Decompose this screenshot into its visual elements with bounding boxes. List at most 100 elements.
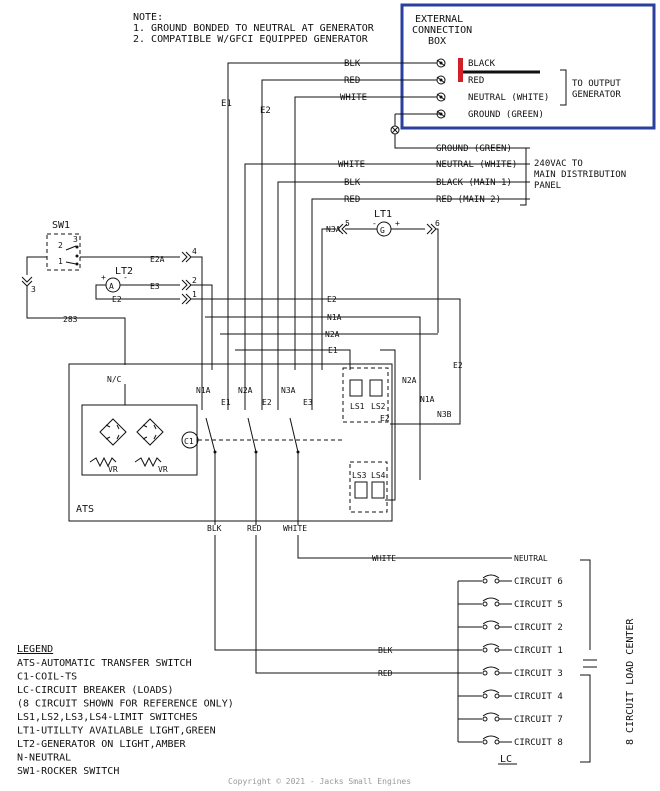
lt1-label: LT1 (374, 209, 392, 220)
note-line-2: 2. COMPATIBLE W/GFCI EQUIPPED GENERATOR (133, 34, 369, 45)
circuit-label: CIRCUIT 3 (514, 669, 563, 679)
legend-line: LT2-GENERATOR ON LIGHT,AMBER (17, 739, 187, 750)
ats-blk: BLK (207, 524, 222, 533)
top-e2: E2 (260, 106, 271, 116)
lt1-minus: - (372, 219, 377, 228)
ats-white: WHITE (283, 524, 307, 533)
ext-black-label: BLACK (468, 59, 496, 69)
bridge-rectifier-2-icon (136, 418, 164, 446)
varistor-1-icon (89, 456, 117, 468)
panel-white: WHITE (338, 160, 365, 170)
circuit-breakers: CIRCUIT 6 CIRCUIT 5 CIRCUIT 2 CIRCUIT 1 CIRC… (458, 574, 563, 748)
circuit-breaker: CIRCUIT 1 (458, 643, 563, 656)
legend-line: N-NEUTRAL (17, 753, 71, 764)
lt2-n1: 1 (192, 290, 197, 299)
legend-line: ATS-AUTOMATIC TRANSFER SWITCH (17, 658, 192, 669)
external-connection-box-highlight (400, 3, 656, 130)
mid-n1a: N1A (327, 313, 342, 322)
sw1-t1: 1 (58, 257, 63, 266)
lt2-glyph: A (109, 282, 114, 291)
panel-neutral: NEUTRAL (WHITE) (436, 160, 517, 170)
panel-blk: BLK (344, 178, 361, 188)
ats-vr1: VR (108, 465, 118, 474)
wire-283: 283 (63, 315, 78, 324)
mid-n2a: N2A (325, 330, 340, 339)
ats-coil: C1 (184, 437, 194, 446)
legend-line: LT1-UTILLTY AVAILABLE LIGHT,GREEN (17, 726, 216, 737)
panel-desc-1: 240VAC TO (534, 159, 583, 169)
top-blk: BLK (344, 59, 361, 69)
transfer-contacts (201, 370, 313, 525)
circuit-breaker: CIRCUIT 4 (458, 689, 563, 702)
mid-n3b: N3B (437, 410, 452, 419)
panel-red-main2: RED (MAIN 2) (436, 195, 501, 205)
sw1-label: SW1 (52, 220, 70, 231)
lt2-n4: 4 (192, 247, 197, 256)
bridge-rectifier-1-icon (99, 418, 127, 446)
ats-ls4: LS4 (371, 471, 386, 480)
ext-box-title-2: CONNECTION (412, 25, 472, 36)
circuit-label: CIRCUIT 1 (514, 646, 563, 656)
circuit-label: CIRCUIT 4 (514, 692, 563, 702)
load-wires (214, 535, 512, 742)
ats-ls3: LS3 (352, 471, 367, 480)
circuit-breaker: CIRCUIT 7 (458, 712, 563, 725)
lt1-t6: 6 (435, 219, 440, 228)
circuit-label: CIRCUIT 2 (514, 623, 563, 633)
lt1-t5: 5 (345, 219, 350, 228)
panel-ground: GROUND (GREEN) (436, 144, 512, 154)
panel-wires (244, 163, 530, 370)
lt1-plus: + (395, 219, 400, 228)
top-white: WHITE (340, 93, 367, 103)
ext-terminals (436, 58, 446, 119)
copyright: Copyright © 2021 - Jacks Small Engines (228, 777, 411, 786)
legend-line: LC-CIRCUIT BREAKER (LOADS) (17, 685, 174, 696)
mid-n1a-right: N1A (420, 395, 435, 404)
top-e1: E1 (221, 99, 232, 109)
lt2-e2a: E2A (150, 255, 165, 264)
ats-ls1: LS1 (350, 402, 365, 411)
ls1-ls2-group (342, 367, 389, 423)
circuit-label: CIRCUIT 5 (514, 600, 563, 610)
load-center-label: 8 CIRCUIT LOAD CENTER (625, 618, 636, 745)
mid-n2a-right: N2A (402, 376, 417, 385)
ats-label: ATS (76, 504, 94, 515)
load-white: WHITE (372, 554, 396, 563)
ext-neutral-label: NEUTRAL (WHITE) (468, 93, 549, 103)
load-red: RED (378, 669, 393, 678)
lt2-plus: + (101, 273, 106, 282)
panel-desc-2: MAIN DISTRIBUTION (534, 170, 626, 180)
top-red: RED (344, 76, 360, 86)
ext-box-title-3: BOX (428, 36, 446, 47)
ats-e3: E3 (303, 398, 313, 407)
circuit-label: CIRCUIT 8 (514, 738, 563, 748)
legend-line: C1-COIL-TS (17, 672, 77, 683)
panel-bracket (520, 147, 527, 206)
circuit-breaker: CIRCUIT 2 (458, 620, 563, 633)
circuit-breaker: CIRCUIT 6 (458, 574, 563, 587)
ats-e1: E1 (221, 398, 231, 407)
middle-wires (191, 256, 461, 501)
circuit-breaker: CIRCUIT 8 (458, 735, 563, 748)
ats-vr2: VR (158, 465, 168, 474)
lt2-n2: 2 (192, 276, 197, 285)
ats-n3a: N3A (281, 386, 296, 395)
sw1-t2: 2 (58, 241, 63, 250)
lt2-n3: 3 (31, 285, 36, 294)
legend-lines: ATS-AUTOMATIC TRANSFER SWITCH C1-COIL-TS L… (17, 658, 234, 777)
lc-label: LC (500, 754, 512, 765)
lt1-glyph: G (380, 226, 385, 235)
ext-box-title-1: EXTERNAL (415, 14, 463, 25)
ats-n1a: N1A (196, 386, 211, 395)
legend-line: (8 CIRCUIT SHOWN FOR REFERENCE ONLY) (17, 699, 234, 710)
mid-e2: E2 (327, 295, 337, 304)
ls3-ls4-group (349, 461, 388, 513)
red-marker (458, 58, 463, 82)
legend-line: LS1,LS2,LS3,LS4-LIMIT SWITCHES (17, 712, 198, 723)
sw1-t3: 3 (73, 235, 78, 244)
legend-line: SW1-ROCKER SWITCH (17, 766, 119, 777)
ats-ls2: LS2 (371, 402, 386, 411)
to-output-1: TO OUTPUT (572, 79, 621, 89)
note-title: NOTE: (133, 12, 163, 23)
